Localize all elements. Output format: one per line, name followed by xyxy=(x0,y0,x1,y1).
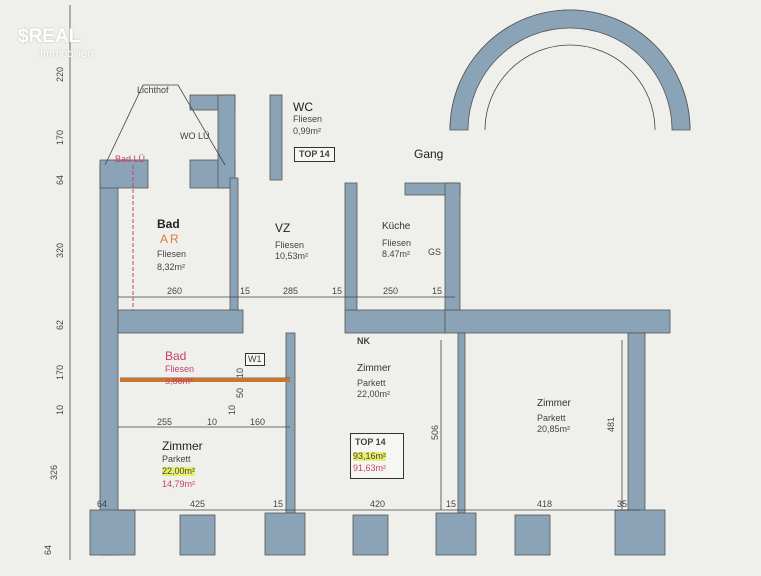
dim: 15 xyxy=(446,499,457,509)
dim: 15 xyxy=(432,286,443,296)
dim: 170 xyxy=(55,129,65,145)
zimmer-left-floor: Parkett xyxy=(162,454,191,464)
zimmer-left-name: Zimmer xyxy=(162,439,203,453)
bad-ar-floor: Fliesen xyxy=(157,249,187,259)
wo-lu-label: WO LÜ xyxy=(180,131,210,141)
dim: 425 xyxy=(190,499,206,509)
dim: 10 xyxy=(235,367,245,378)
bath-wall xyxy=(120,378,290,382)
dim: 418 xyxy=(537,499,553,509)
dim: 506 xyxy=(430,424,440,440)
kueche-name: Küche xyxy=(382,221,411,232)
dim: 260 xyxy=(167,286,183,296)
dim: 10 xyxy=(55,404,65,415)
dim: 420 xyxy=(370,499,386,509)
dim: 250 xyxy=(383,286,399,296)
dim: 160 xyxy=(250,417,266,427)
dim: 220 xyxy=(55,66,65,82)
wc-floor: Fliesen xyxy=(293,114,323,124)
zimmer-left-area: 22,00m² xyxy=(162,466,196,476)
dim: 50 xyxy=(235,387,245,398)
dim: 62 xyxy=(55,319,65,330)
bad-ar-area: 8,32m² xyxy=(157,262,186,272)
zimmer-right-area: 20,85m² xyxy=(537,424,571,434)
zimmer-right-floor: Parkett xyxy=(537,413,566,423)
lichthof-label: Lichthof xyxy=(137,85,169,95)
zimmer-mid-name: Zimmer xyxy=(357,363,391,374)
dim: 481 xyxy=(606,416,616,432)
dim: 285 xyxy=(283,286,299,296)
bad-ar-tag: AR xyxy=(160,232,181,246)
dim: 15 xyxy=(332,286,343,296)
zimmer-mid-area: 22,00m² xyxy=(357,389,391,399)
logo-sub: Immobilien xyxy=(40,48,94,60)
vz-floor: Fliesen xyxy=(275,240,305,250)
kueche-area: 8.47m² xyxy=(382,249,411,259)
vz-name: VZ xyxy=(275,221,291,235)
dim: 64 xyxy=(55,174,65,185)
dim: 326 xyxy=(49,464,59,480)
dim: 320 xyxy=(55,242,65,258)
dim: 10 xyxy=(227,404,237,415)
dim: 10 xyxy=(207,417,218,427)
dim: 170 xyxy=(55,364,65,380)
dim: 64 xyxy=(43,544,53,555)
dim: 255 xyxy=(157,417,173,427)
top-box-area2: 91,63m² xyxy=(353,463,387,473)
dim: 15 xyxy=(273,499,284,509)
staircase xyxy=(449,9,691,131)
dim: 64 xyxy=(97,499,108,509)
zimmer-mid-floor: Parkett xyxy=(357,378,386,388)
vz-area: 10,53m² xyxy=(275,251,309,261)
bad2-name: Bad xyxy=(165,349,187,363)
wc-area: 0,99m² xyxy=(293,126,322,136)
bad2-area: 5,88m² xyxy=(165,376,194,386)
wc-name: WC xyxy=(293,100,313,114)
bad2-floor: Fliesen xyxy=(165,364,195,374)
gang-label: Gang xyxy=(414,147,444,161)
dim: 35 xyxy=(617,499,628,509)
top-label: TOP 14 xyxy=(294,147,335,162)
logo: $REAL xyxy=(18,26,81,47)
kueche-floor: Fliesen xyxy=(382,238,412,248)
top-box-area1: 93,16m² xyxy=(353,451,387,461)
w1-label: W1 xyxy=(245,353,265,366)
nk-label: NK xyxy=(357,336,370,346)
walls xyxy=(89,94,671,556)
zimmer-left-area2: 14,79m² xyxy=(162,479,196,489)
bad-lu-label: Bad LÜ xyxy=(115,154,146,164)
top-box-title: TOP 14 xyxy=(355,437,386,447)
dim: 15 xyxy=(240,286,251,296)
top-area-box: TOP 14 93,16m² 91,63m² xyxy=(350,433,404,479)
zimmer-right-name: Zimmer xyxy=(537,398,571,409)
gs-label: GS xyxy=(428,247,442,257)
bad-ar-name: Bad xyxy=(157,217,180,231)
